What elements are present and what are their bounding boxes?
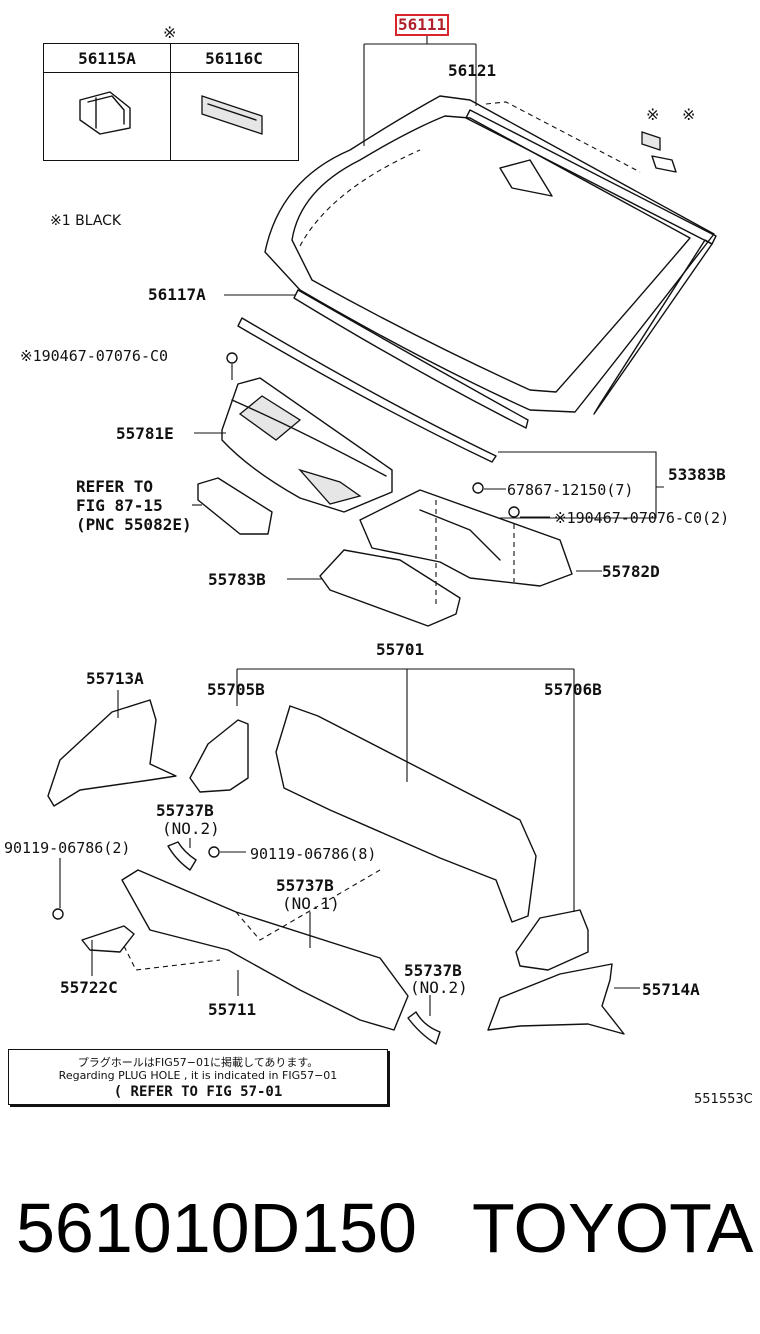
cowl-louver-55781E-sketch [221,377,393,513]
legend-mark: ※ [163,23,177,42]
panel-55783B-sketch [319,549,461,627]
part-sub-55737B-no2-a: (NO.2) [162,819,220,838]
clip-90467-top-sketch [226,352,238,364]
part-label-55737B-no2-b[interactable]: 55737B [404,961,462,980]
brand-caption: TOYOTA [472,1189,754,1267]
part-label-55737B-no1[interactable]: 55737B [276,876,334,895]
legend-cell-56115A: 56115A [44,44,171,160]
windshield-glass-sketch [264,95,717,415]
part-label-55783B[interactable]: 55783B [208,570,266,589]
note-line-english: Regarding PLUG HOLE , it is indicated in… [58,1069,338,1082]
part-label-56117A[interactable]: 56117A [148,285,206,304]
clip-56116C-sketch [201,95,263,135]
refer-line-1: REFER TO [76,477,154,496]
part-label-55701[interactable]: 55701 [376,640,425,659]
legend-col1-label: 56115A [78,49,136,68]
part-label-67867[interactable]: 67867-12150(7) [507,481,634,499]
cowl-panel-55701-sketch [275,705,537,923]
hose-55737B-no2-a-sketch [167,841,197,871]
duct-55082E-sketch [197,477,273,535]
bracket-55713A-sketch [47,699,177,807]
clip-90467-right-sketch [508,506,520,518]
part-label-55706B[interactable]: 55706B [544,680,602,699]
plug-hole-note: プラグホールはFIG57−01に掲載してあります。 Regarding PLUG… [8,1049,388,1105]
part-label-55737B-no2-a[interactable]: 55737B [156,801,214,820]
refer-line-2[interactable]: FIG 87-15 [76,496,163,515]
bolt-90119-mid-sketch [208,846,220,858]
legend-note: ※1 BLACK [50,213,122,229]
part-label-90467-top[interactable]: ※190467-07076-C0 [20,347,169,365]
legend-table: 56115A 56116C [43,43,299,161]
legend-header-row [44,44,298,73]
bracket-55714A-sketch [487,963,625,1035]
bolt-90119-left-sketch [52,908,64,920]
part-label-90119-mid[interactable]: 90119-06786(8) [250,845,377,863]
weatherstrip-53383B-sketch [237,317,497,463]
part-label-56121[interactable]: 56121 [448,61,497,80]
cowl-panel-55782D-sketch [359,489,573,606]
refer-line-3: (PNC 55082E) [76,515,192,534]
figure-code: 551553C [694,1092,753,1107]
note-line-japanese: プラグホールはFIG57−01に掲載してあります。 [77,1056,319,1069]
molding-56117A-sketch [293,289,529,429]
part-label-56111[interactable]: 56111 [394,14,450,36]
clip-56115A-small-sketch [641,131,677,173]
part-label-90119-left[interactable]: 90119-06786(2) [4,839,131,857]
dashed-link-55711 [235,869,381,941]
part-number-caption: 561010D150 [16,1189,417,1267]
clip-67867-sketch [472,482,484,494]
note-line-refer[interactable]: ( REFER TO FIG 57-01 [113,1084,283,1100]
dash-panel-55711-sketch [121,869,409,1031]
hose-55737B-no2-b-sketch [407,1011,441,1045]
part-label-53383B[interactable]: 53383B [668,465,726,484]
clip-56115A-sketch [79,91,131,135]
part-sub-55737B-no1: (NO.1) [282,894,340,913]
leader-lines [59,34,664,1016]
part-label-90467-right[interactable]: ※190467-07076-C0(2) [554,509,730,527]
legend-cell-56116C: 56116C [171,44,297,160]
part-label-55781E[interactable]: 55781E [116,424,174,443]
part-label-55782D[interactable]: 55782D [602,562,660,581]
part-label-55711[interactable]: 55711 [208,1000,257,1019]
part-label-55714A[interactable]: 55714A [642,980,700,999]
bracket-55705B-sketch [189,719,249,793]
part-sub-55737B-no2-b: (NO.2) [410,978,468,997]
legend-col2-label: 56116C [205,49,263,68]
note-mark-2: ※ [682,105,696,124]
part-label-55705B[interactable]: 55705B [207,680,265,699]
bracket-55722C-sketch [81,925,135,953]
bracket-55706B-sketch [515,909,589,971]
part-label-55722C[interactable]: 55722C [60,978,118,997]
part-label-55713A[interactable]: 55713A [86,669,144,688]
note-mark-1: ※ [646,105,660,124]
dashed-link-55722C [123,945,221,971]
